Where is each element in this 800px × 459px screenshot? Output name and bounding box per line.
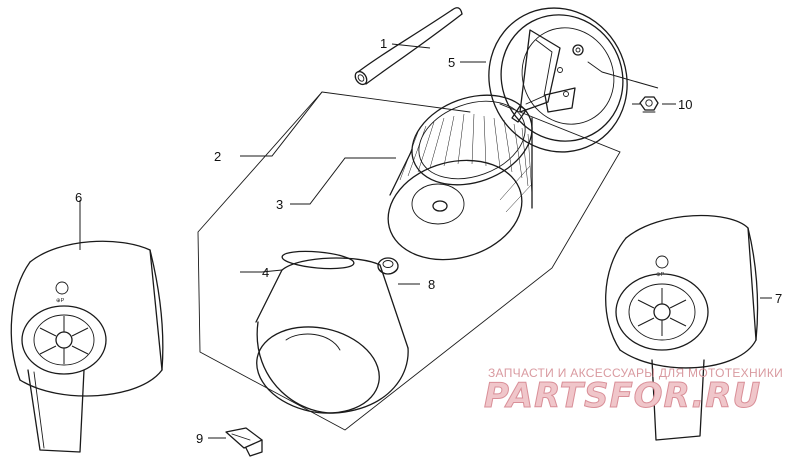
fan-housing-left-part: ⊕P bbox=[10, 240, 164, 453]
watermark-brand: PARTSFOR.RU bbox=[484, 376, 761, 416]
callout-9: 9 bbox=[196, 431, 203, 446]
foam-prefilter-part bbox=[255, 250, 409, 414]
air-cleaner-cover-part bbox=[488, 7, 628, 153]
grommet-part bbox=[377, 257, 399, 275]
callout-2: 2 bbox=[214, 149, 221, 164]
watermark-caption: ЗАПЧАСТИ И АКСЕССУАРЫ ДЛЯ МОТОТЕХНИКИ bbox=[488, 366, 783, 380]
callout-labels: 1 2 3 4 5 6 7 8 9 10 bbox=[75, 36, 782, 446]
callout-1: 1 bbox=[380, 36, 387, 51]
watermark: ЗАПЧАСТИ И АКСЕССУАРЫ ДЛЯ МОТОТЕХНИКИ PA… bbox=[484, 366, 783, 417]
fan-housing-right-part: ⊕P bbox=[605, 214, 759, 441]
leader-lines bbox=[79, 43, 772, 439]
callout-10: 10 bbox=[678, 97, 692, 112]
housing-marking-right: ⊕P bbox=[656, 272, 665, 278]
clip-part bbox=[225, 427, 263, 457]
callout-6: 6 bbox=[75, 190, 82, 205]
breather-tube-part bbox=[354, 7, 463, 86]
callout-8: 8 bbox=[428, 277, 435, 292]
callout-4: 4 bbox=[262, 265, 269, 280]
element-assembly-outline bbox=[197, 91, 621, 431]
callout-3: 3 bbox=[276, 197, 283, 212]
housing-marking-left: ⊕P bbox=[56, 298, 65, 304]
callout-7: 7 bbox=[775, 291, 782, 306]
cap-nut-part bbox=[639, 96, 659, 113]
callout-5: 5 bbox=[448, 55, 455, 70]
air-filter-element-part bbox=[387, 94, 533, 261]
